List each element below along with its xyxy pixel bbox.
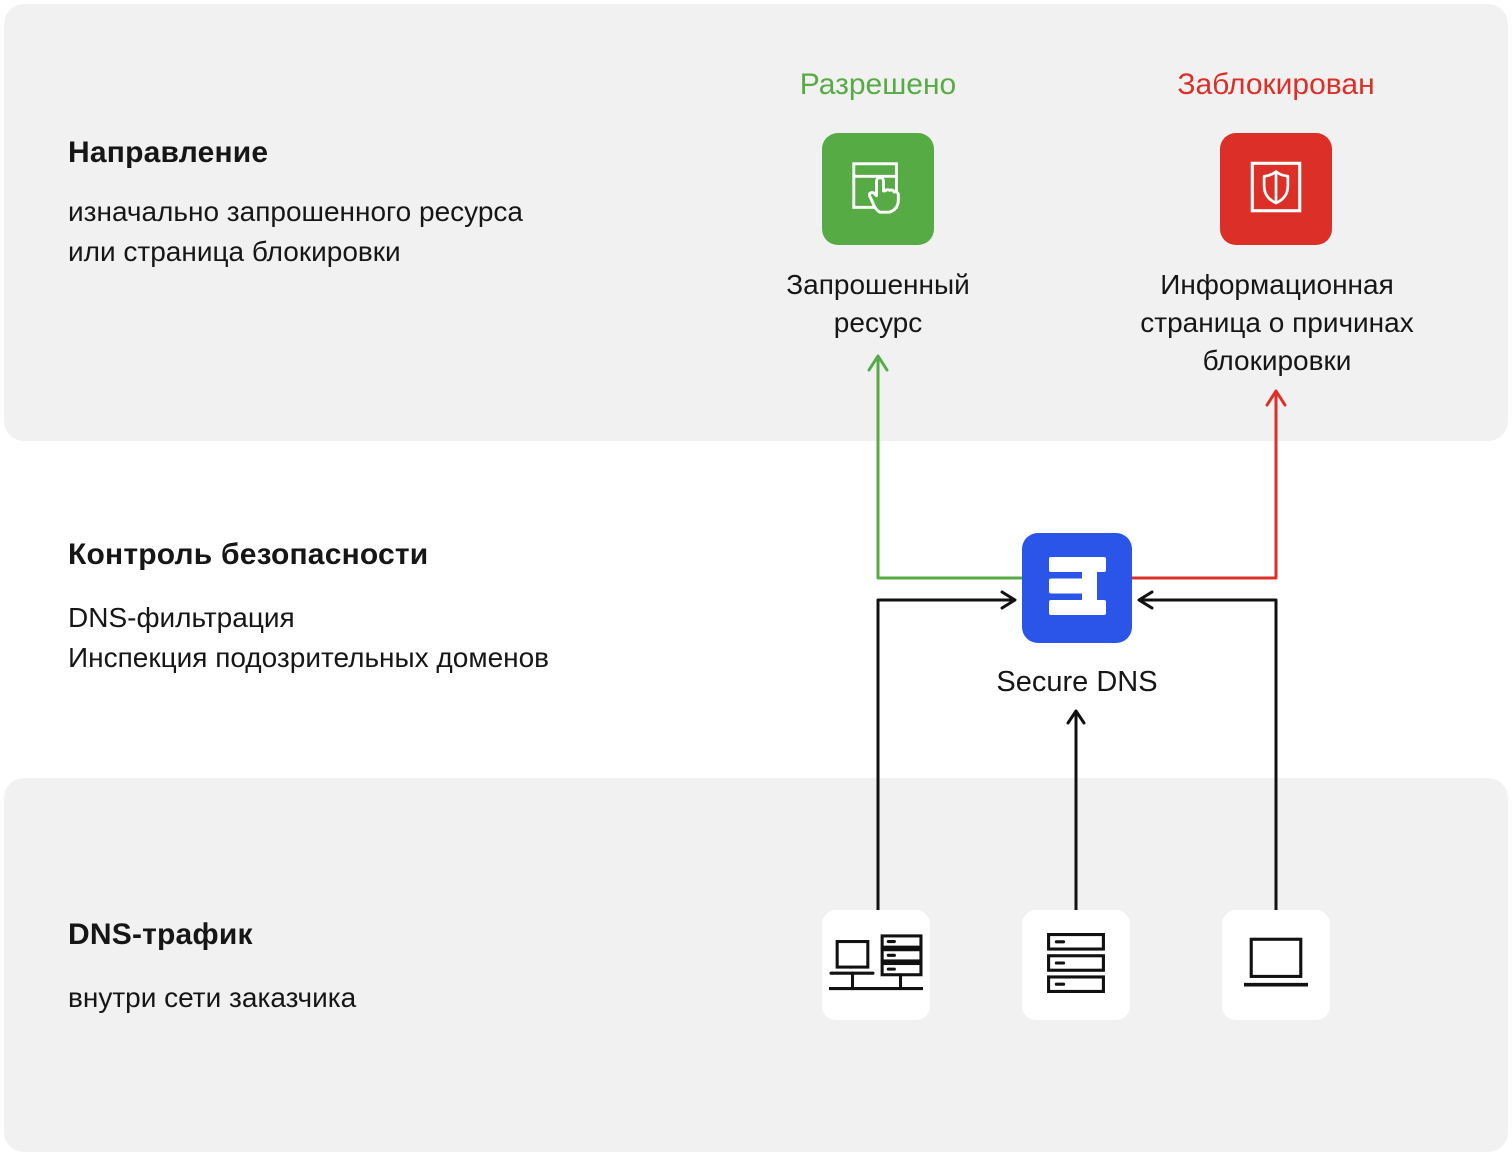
blocked-caption-line: Информационная — [1160, 269, 1394, 300]
laptop-icon — [1242, 937, 1310, 994]
server-rack-icon — [1047, 932, 1105, 998]
control-subtitle-line: Инспекция подозрительных доменов — [68, 642, 550, 673]
allowed-caption: Запрошенный ресурс — [728, 266, 1028, 342]
device-card-workstation — [822, 910, 930, 1020]
direction-subtitle-line: или страница блокировки — [68, 236, 401, 267]
control-subtitle-line: DNS-фильтрация — [68, 602, 295, 633]
allowed-tile — [822, 133, 934, 245]
browser-click-icon — [847, 156, 909, 223]
traffic-title: DNS-трафик — [68, 918, 253, 951]
shield-icon — [1243, 154, 1309, 225]
allowed-caption-line: Запрошенный — [786, 269, 970, 300]
workstation-icon — [827, 933, 925, 997]
blocked-tile — [1220, 133, 1332, 245]
control-subtitle: DNS-фильтрация Инспекция подозрительных … — [68, 598, 549, 678]
traffic-subtitle: внутри сети заказчика — [68, 978, 356, 1018]
allowed-caption-line: ресурс — [833, 307, 923, 338]
traffic-subtitle-line: внутри сети заказчика — [68, 982, 357, 1013]
direction-subtitle: изначально запрошенного ресурса или стра… — [68, 192, 523, 272]
dns-server-icon — [1048, 556, 1106, 620]
secure-dns-label: Secure DNS — [996, 666, 1158, 698]
direction-subtitle-line: изначально запрошенного ресурса — [68, 196, 523, 227]
blocked-label: Заблокирован — [1177, 68, 1375, 101]
allowed-label: Разрешено — [799, 68, 957, 101]
control-title: Контроль безопасности — [68, 538, 429, 571]
blocked-caption-line: страница о причинах — [1140, 307, 1414, 338]
direction-title: Направление — [68, 136, 269, 169]
device-card-server — [1022, 910, 1130, 1020]
blocked-caption: Информационная страница о причинах блоки… — [1106, 266, 1448, 380]
device-card-laptop — [1222, 910, 1330, 1020]
blocked-caption-line: блокировки — [1202, 345, 1352, 376]
secure-dns-tile — [1022, 533, 1132, 643]
